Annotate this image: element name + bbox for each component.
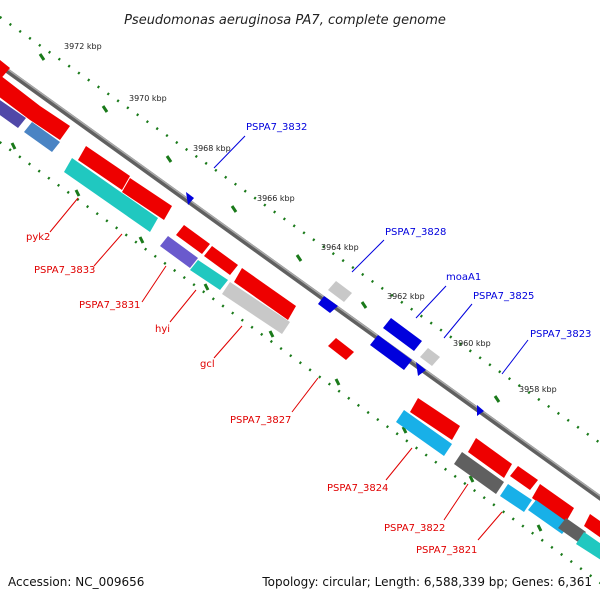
gene-arrow[interactable] (160, 236, 198, 268)
gene-arrow[interactable] (584, 514, 600, 540)
gene-label-gcl[interactable]: gcl (200, 359, 215, 370)
gene-label-pyk2[interactable]: pyk2 (26, 232, 50, 243)
gene-label-PSPA7_3832[interactable]: PSPA7_3832 (246, 122, 307, 133)
gene-arrow[interactable] (468, 438, 512, 478)
inner-scale-track (0, 140, 600, 585)
gene-arrow[interactable] (222, 282, 290, 334)
gene-arrow[interactable] (576, 532, 600, 562)
scale-label-3972: 3972 kbp (64, 42, 102, 51)
gene-arrow[interactable] (64, 158, 158, 232)
forward-genes (0, 60, 484, 416)
gene-arrow[interactable] (420, 348, 440, 366)
gene-arrow[interactable] (383, 318, 422, 351)
gene-label-PSPA7_3823[interactable]: PSPA7_3823 (530, 329, 591, 340)
gene-arrow[interactable] (190, 260, 228, 290)
gene-arrow[interactable] (532, 484, 574, 522)
gene-label-PSPA7_3822[interactable]: PSPA7_3822 (384, 523, 445, 534)
gene-label-moaA1[interactable]: moaA1 (446, 272, 481, 283)
gene-arrow[interactable] (318, 296, 338, 313)
gene-arrow[interactable] (370, 335, 412, 370)
gene-arrow[interactable] (396, 410, 452, 456)
genome-summary-text: Topology: circular; Length: 6,588,339 bp… (261, 575, 592, 589)
gene-arrow[interactable] (0, 96, 26, 128)
gene-arrow[interactable] (500, 484, 532, 512)
gene-label-PSPA7_3825[interactable]: PSPA7_3825 (473, 291, 534, 302)
scale-label-3970: 3970 kbp (129, 94, 167, 103)
scale-label-3964: 3964 kbp (321, 243, 359, 252)
gene-label-PSPA7_3828[interactable]: PSPA7_3828 (385, 227, 446, 238)
gene-arrow[interactable] (328, 338, 354, 360)
gene-arrow[interactable] (24, 122, 60, 152)
gene-arrow[interactable] (204, 246, 238, 275)
map-title: Pseudomonas aeruginosa PA7, complete gen… (124, 13, 446, 28)
gene-arrow[interactable] (0, 72, 70, 140)
gene-label-PSPA7_3827[interactable]: PSPA7_3827 (230, 415, 291, 426)
inner-major-ticks (10, 142, 543, 532)
gene-label-PSPA7_3833[interactable]: PSPA7_3833 (34, 265, 95, 276)
forward-gene-labels: PSPA7_3832 PSPA7_3828 moaA1 PSPA7_3825 P… (246, 122, 591, 340)
scale-label-3968: 3968 kbp (193, 144, 231, 153)
gene-label-PSPA7_3821[interactable]: PSPA7_3821 (416, 545, 477, 556)
scale-label-3966: 3966 kbp (257, 194, 295, 203)
scale-label-3958: 3958 kbp (519, 385, 557, 394)
forward-leader-lines (213, 135, 529, 375)
gene-arrow[interactable] (0, 60, 10, 82)
gene-arrow[interactable] (410, 398, 460, 440)
scale-label-3960: 3960 kbp (453, 339, 491, 348)
gene-arrow[interactable] (122, 178, 172, 220)
reverse-leader-lines (49, 197, 503, 541)
gene-arrow[interactable] (454, 452, 504, 494)
outer-scale-track (0, 15, 600, 445)
gene-label-hyi[interactable]: hyi (155, 324, 170, 335)
accession-text: Accession: NC_009656 (8, 575, 144, 589)
gene-arrow[interactable] (78, 146, 130, 190)
scale-label-3962: 3962 kbp (387, 292, 425, 301)
gene-label-PSPA7_3824[interactable]: PSPA7_3824 (327, 483, 388, 494)
gene-arrow[interactable] (510, 466, 538, 490)
gene-arrow[interactable] (328, 281, 352, 302)
gene-arrow[interactable] (416, 362, 426, 376)
gene-arrow[interactable] (234, 268, 296, 320)
scale-labels: 3972 kbp 3970 kbp 3968 kbp 3966 kbp 3964… (64, 42, 557, 394)
gene-arrow[interactable] (186, 192, 194, 205)
genome-backbone (0, 62, 600, 501)
outer-major-ticks (38, 53, 501, 403)
gene-arrow[interactable] (558, 518, 586, 542)
reverse-gene-labels: pyk2 PSPA7_3833 PSPA7_3831 hyi gcl PSPA7… (26, 232, 477, 556)
gene-arrow[interactable] (528, 500, 570, 534)
reverse-genes (0, 72, 600, 562)
gene-arrow[interactable] (176, 225, 210, 254)
gene-label-PSPA7_3831[interactable]: PSPA7_3831 (79, 300, 140, 311)
gene-arrow[interactable] (477, 405, 484, 416)
